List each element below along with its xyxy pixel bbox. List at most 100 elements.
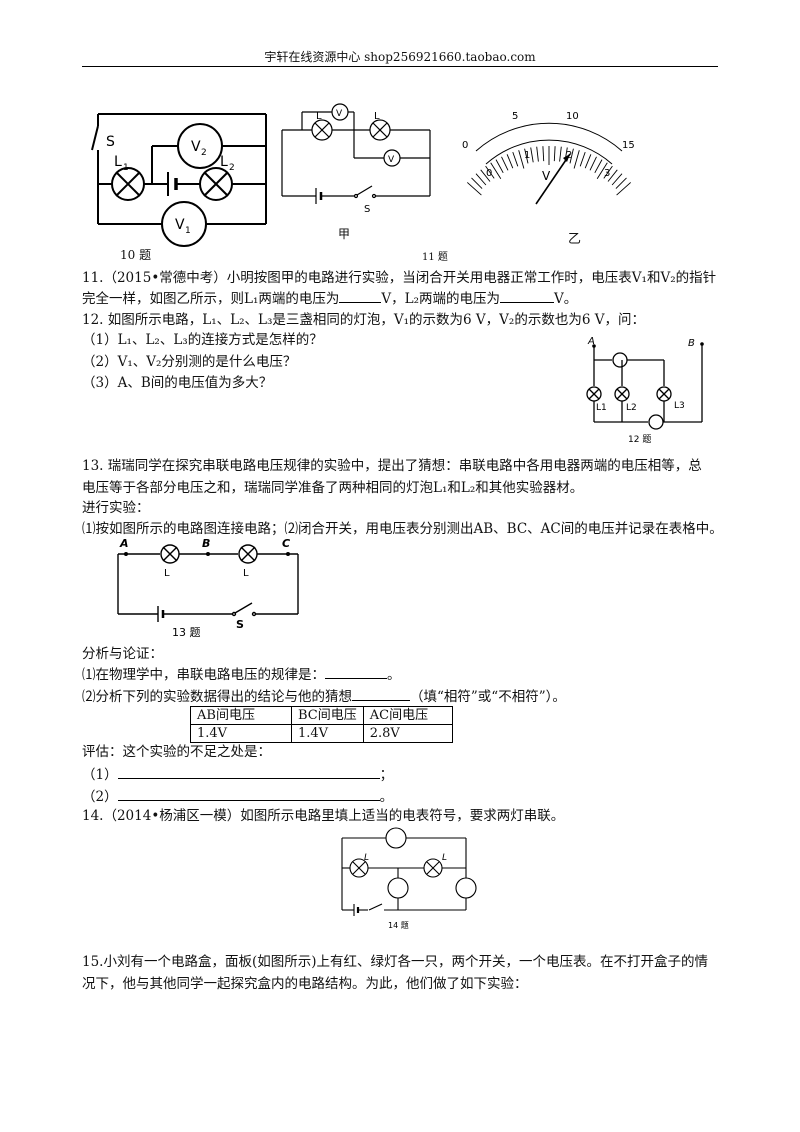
dial-tick [611,173,623,186]
dial-inner-tick-1: 1 [524,150,530,161]
q13-line2: 电压等于各部分电压之和，瑞瑞同学准备了两种相同的灯泡L₁和L₂和其他实验器材。 [82,480,584,496]
figure-14-circuit: L L 14 题 [341,827,477,930]
dial-tick [573,150,580,169]
dial-tick [518,150,525,169]
dial-tick [471,177,483,189]
table-header-ac: AC间电压 [362,706,453,725]
dial-tick [501,156,509,171]
q13-data-table: AB间电压 BC间电压 AC间电压 1.4V 1.4V 2.8V [190,706,453,743]
dial-needle-label: V [542,169,551,183]
table-cell-ac: 2.8V [362,724,453,743]
fig13-s-label: S [236,618,244,631]
fig11-v2-label: V [388,155,395,165]
svg-text:1: 1 [185,226,191,236]
dial-tick [559,146,562,162]
fig11-s-label: S [364,204,370,215]
fig11-v1-label: V [336,109,343,119]
q11-blank-l2[interactable] [500,288,555,303]
header-rule [82,66,718,67]
fig11-l2-label: L [374,111,380,122]
table-cell-ab: 1.4V [190,724,292,743]
fig11-l1-label: L [316,111,322,122]
page-header: 宇轩在线资源中心 shop256921660.taobao.com [264,50,536,64]
dial-inner-tick-0: 0 [486,168,492,179]
svg-text:1: 1 [123,163,129,173]
dial-tick [603,165,613,179]
table-row: AB间电压 BC间电压 AC间电压 [190,706,453,725]
dial-tick [579,151,586,167]
q13-blank-eval2[interactable] [117,786,380,801]
q15-line2: 况下，他与其他同学一起探究盒内的电路结构。为此，他们做了如下实验： [82,976,528,992]
figure-11-jia-label: 甲 [338,227,351,241]
fig12-l1-label: L1 [596,403,607,413]
dial-tick [490,162,502,180]
fig13-a-label: A [119,537,129,550]
q15-line1: 15.小刘有一个电路盒，面板(如图所示)上有红、绿灯各一只，两个开关，一个电压表… [82,954,709,970]
q13-line4: ⑴按如图所示的电路图连接电路；⑵闭合开关，用电压表分别测出AB、BC、AC间的电… [82,521,723,537]
dial-tick [495,159,504,174]
dial-tick [596,162,608,180]
fig14-l1-label: L [364,853,369,863]
fig13-l2-label: L [243,568,249,579]
table-header-ab: AB间电压 [190,706,292,725]
fig12-l2-label: L2 [626,403,637,413]
q13-a2: ⑵分析下列的实验数据得出的结论与他的猜想（填“相符”或“不相符”）。 [82,686,566,707]
table-cell-bc: 1.4V [291,724,364,743]
dial-tick [512,151,519,167]
fig10-v1-label: V [175,217,185,233]
figure-11-yi-label: 乙 [568,232,582,247]
dial-tick [616,182,632,196]
q13-blank-rule[interactable] [325,664,387,679]
q13-blank-conclusion[interactable] [352,686,410,701]
dial-tick [569,148,574,164]
q13-analysis: 分析与论证： [82,646,163,662]
fig10-l2-label: L [220,154,228,170]
q12-stem: 12. 如图所示电路，L₁、L₂、L₃是三盏相同的灯泡，V₁的示数为6 V，V₂… [82,312,645,328]
q13-line1: 13. 瑞瑞同学在探究串联电路电压规律的实验中，提出了猜想：串联电路中各用电器两… [82,458,702,474]
fig12-b-label: B [688,338,695,349]
q12-sub3: （3）A、B间的电压值为多大？ [82,375,273,391]
q12-sub2: （2）V₁、V₂分别测的是什么电压？ [82,354,297,370]
dial-inner-tick-3: 3 [604,168,610,179]
dial-tick [553,146,556,162]
q13-line3: 进行实验： [82,500,150,516]
table-header-bc: BC间电压 [291,706,364,725]
q13-eval2: （2）。 [82,786,393,807]
fig13-number-label: 13 题 [172,626,201,639]
q13-a1: ⑴在物理学中，串联电路电压的规律是：。 [82,664,401,685]
fig13-b-label: B [202,537,210,550]
dial-tick [594,159,603,174]
fig12-number-label: 12 题 [628,434,651,445]
q13-eval1: （1）； [82,764,393,785]
dial-tick [480,169,491,182]
dial-tick [485,165,495,179]
svg-text:2: 2 [229,163,235,173]
dial-outer-tick-15: 15 [622,140,635,151]
fig10-v2-label: V [191,139,201,155]
q13-eval: 评估：这个实验的不足之处是： [82,744,271,760]
svg-text:2: 2 [201,148,207,158]
fig12-a-label: A [587,336,595,347]
figure-11-dial: 0 5 10 15 0 1 2 3 V [462,111,635,205]
dial-tick [530,147,534,163]
figure-10-circuit: S L 1 L 2 V 2 V 1 [91,113,267,247]
fig10-switch-label: S [106,134,115,150]
dial-tick [542,146,545,162]
figure-10-label: 10 题 [120,248,152,262]
q11-line1: 11.（2015•常德中考）小明按图甲的电路进行实验，当闭合开关用电器正常工作时… [82,270,717,286]
dial-outer-tick-5: 5 [512,111,518,122]
dial-tick [524,148,529,164]
fig13-c-label: C [282,537,290,550]
dial-tick [589,156,597,171]
dial-tick [506,154,514,169]
dial-tick [475,173,487,186]
dial-tick [536,146,539,162]
table-row: 1.4V 1.4V 2.8V [190,724,453,743]
dial-tick [466,182,482,196]
q14-stem: 14.（2014•杨浦区一模）如图所示电路里填上适当的电表符号，要求两灯串联。 [82,808,565,824]
q13-blank-eval1[interactable] [117,764,380,779]
dial-tick [615,177,627,189]
figure-13-circuit: A B C L L S 13 题 [117,537,299,639]
q11-blank-l1[interactable] [339,288,382,303]
